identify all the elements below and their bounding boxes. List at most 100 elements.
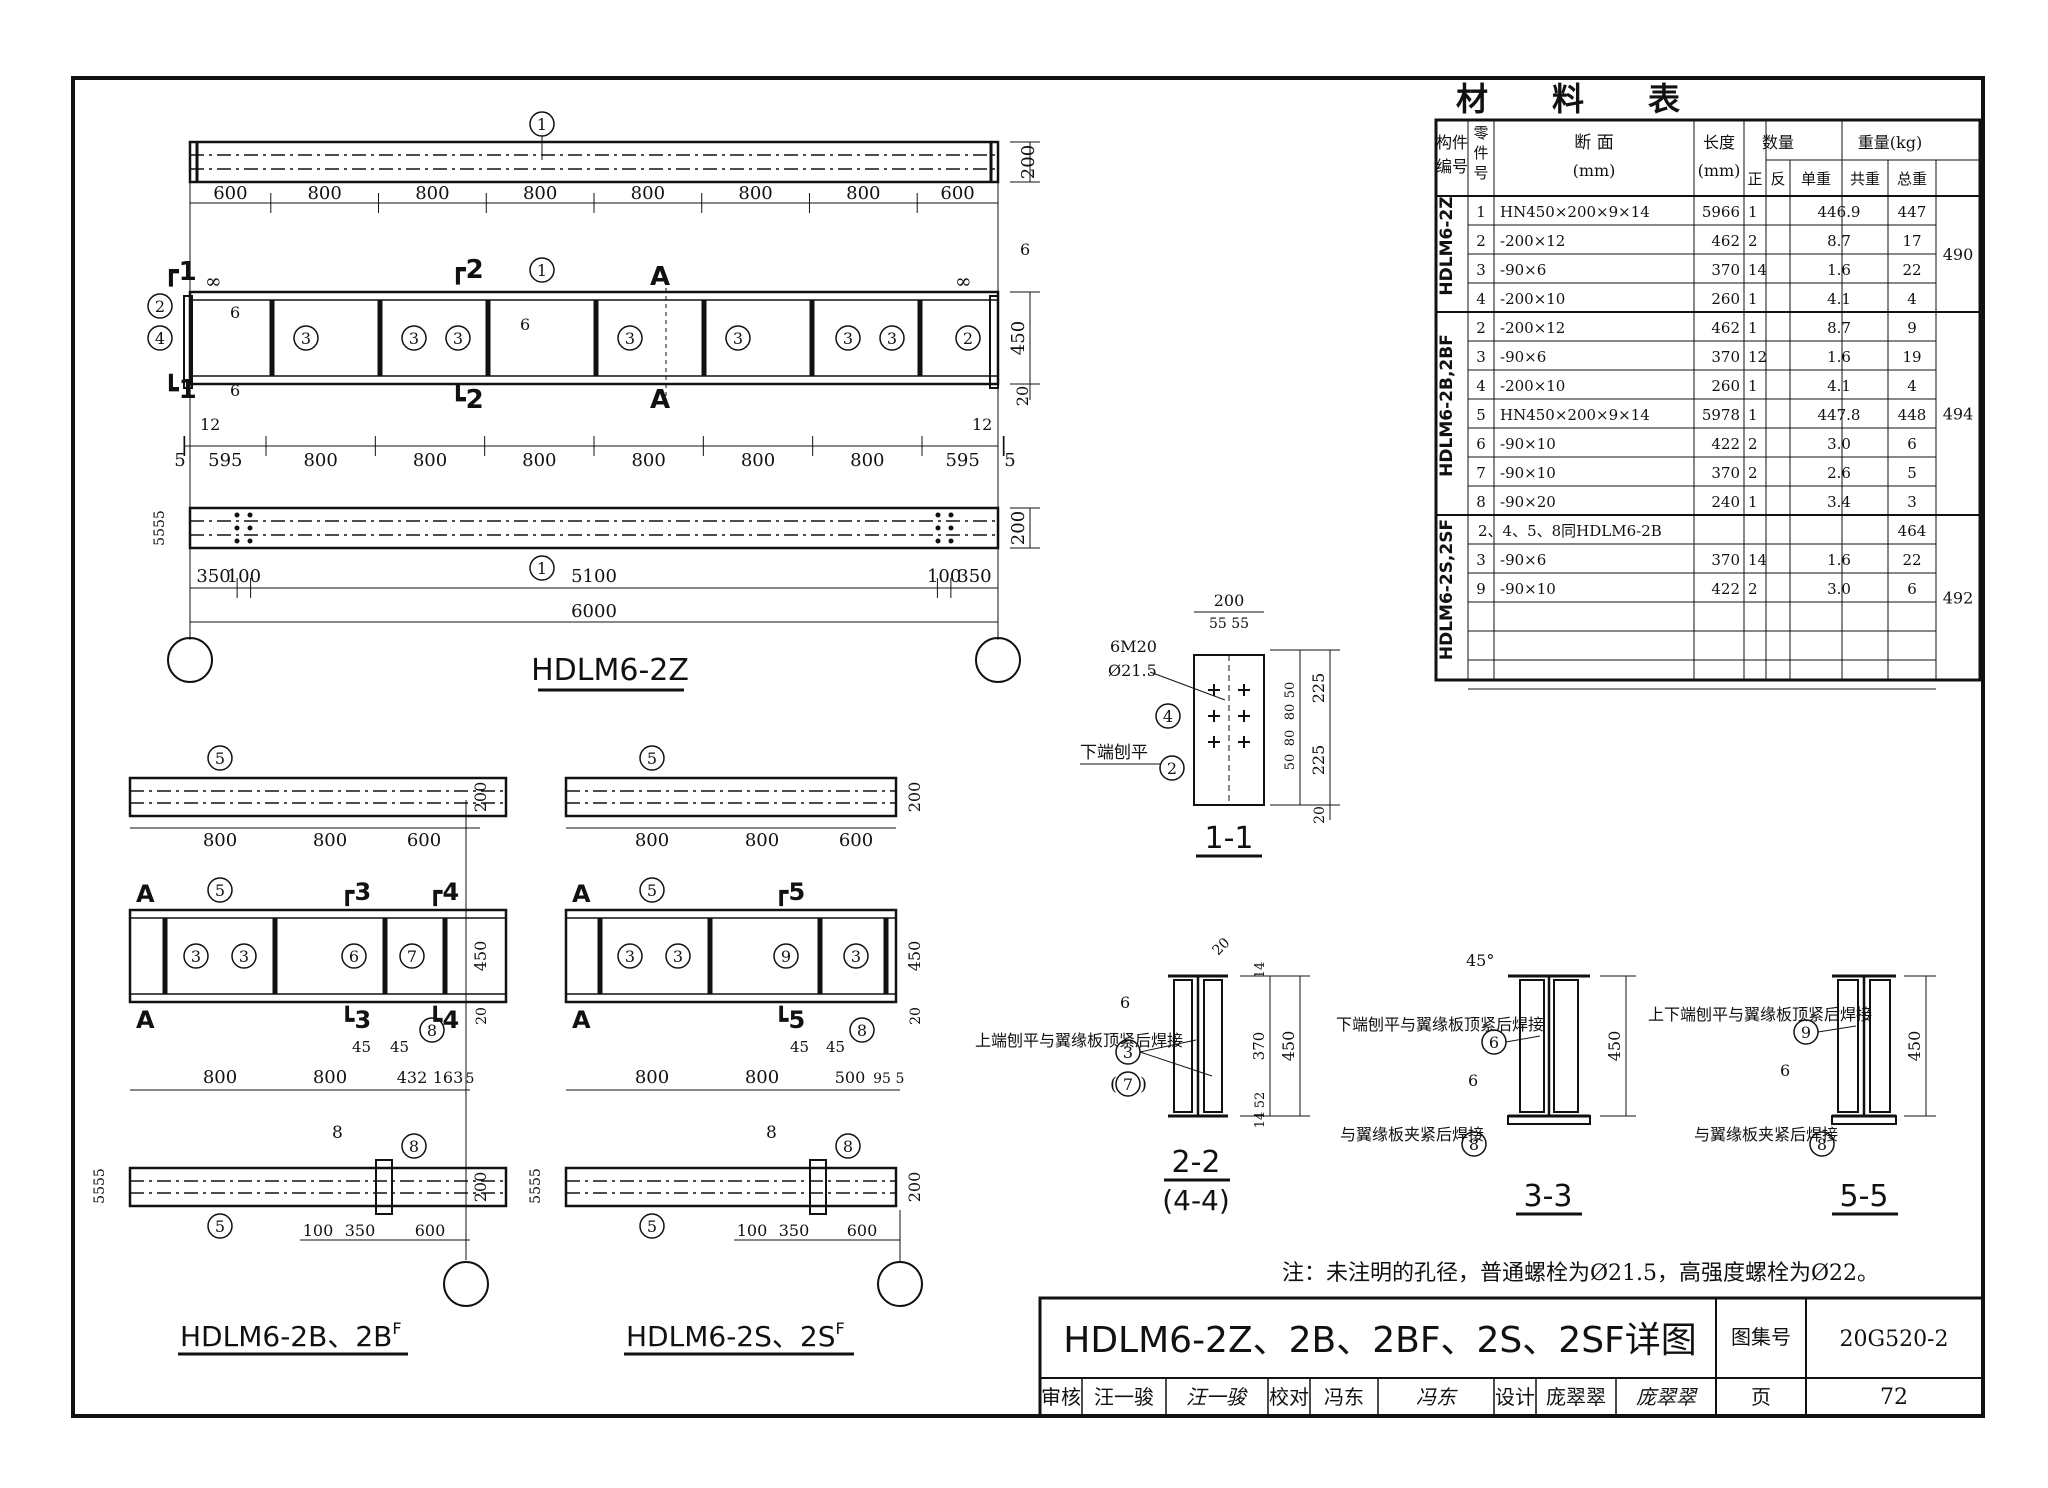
bolt-hole: [234, 538, 240, 544]
s-elev-20: 20: [908, 1007, 924, 1025]
cell-section: -90×6: [1500, 261, 1546, 279]
cell-part: 6: [1476, 435, 1486, 453]
group-total: 494: [1943, 405, 1974, 424]
cell-length: 240: [1711, 493, 1740, 511]
s22-weld-6: 6: [1120, 993, 1130, 1012]
cell-length: 462: [1711, 319, 1740, 337]
cell-sum-wt: 447: [1898, 203, 1927, 221]
s33-note2: 与翼缘板夹紧后焊接: [1340, 1125, 1484, 1144]
svg-text:┗2: ┗2: [450, 383, 484, 415]
svg-text:┏1: ┏1: [163, 257, 197, 287]
part-balloon: [293, 325, 319, 351]
cell-section: -200×12: [1500, 319, 1565, 337]
svg-text:5: 5: [215, 1217, 225, 1236]
svg-text:3: 3: [625, 947, 635, 966]
s11-225a: 225: [1309, 673, 1328, 704]
cell-unit-wt: 4.1: [1827, 377, 1851, 395]
cell-length: 370: [1711, 551, 1740, 569]
cell-part: 7: [1476, 464, 1486, 482]
b-45a: 45: [352, 1038, 371, 1056]
s11-width: 200: [1214, 591, 1245, 610]
cell-sum-wt: 4: [1907, 290, 1917, 308]
bolt-hole: [948, 525, 954, 531]
svg-text:9: 9: [781, 947, 791, 966]
dim-200-top: 200: [1018, 145, 1039, 179]
group-member: HDLM6-2B,2BF: [1437, 334, 1457, 477]
cell-part: 1: [1476, 203, 1486, 221]
s-45a: 45: [790, 1038, 809, 1056]
svg-text:6: 6: [1489, 1033, 1499, 1052]
part-balloon: [401, 325, 427, 351]
sheet-frame: [71, 76, 1985, 1418]
top-dim-label: 800: [523, 183, 557, 204]
hdr-length-unit: (mm): [1698, 161, 1741, 180]
s-plan-dim-2: 350: [779, 1221, 810, 1240]
bolt-hole: [234, 525, 240, 531]
s-plan-dim-3: 600: [847, 1221, 878, 1240]
cell-qty-pos: 14: [1748, 551, 1767, 569]
cell-part: 2: [1476, 232, 1486, 250]
total-dim-6000: 6000: [571, 601, 617, 622]
cell-qty-pos: 1: [1748, 319, 1758, 337]
page-number: 72: [1880, 1385, 1908, 1410]
part-balloon: [147, 293, 173, 319]
designer-signature: 庞翠翠: [1636, 1385, 1698, 1409]
s22-title: 2-2: [1172, 1145, 1221, 1180]
elev-dim-label: 800: [631, 450, 665, 471]
section-2-2: 20 14 370 450 14 52 3 7 ( ) 6 上端刨平与翼缘板顶紧…: [975, 935, 1310, 1217]
svg-text:┏5: ┏5: [774, 878, 805, 907]
part-balloon: [147, 325, 173, 351]
s-45b: 45: [826, 1038, 845, 1056]
plan-dim-label: 350: [196, 566, 230, 587]
weld-6-b: 6: [230, 381, 240, 400]
b-weld-8: 8: [332, 1123, 343, 1143]
cell-section: -90×6: [1500, 348, 1546, 366]
cell-qty-pos: 14: [1748, 261, 1767, 279]
cell-part: 3: [1476, 551, 1486, 569]
cell-unit-wt: 1.6: [1827, 261, 1851, 279]
s-elev-450: 450: [905, 941, 924, 972]
part-balloon-label: 3: [887, 329, 897, 348]
cell-qty-pos: 12: [1748, 348, 1767, 366]
part-balloon-label: 2: [963, 329, 973, 348]
checker-name: 冯东: [1324, 1385, 1364, 1409]
b-elev-dim-2: 800: [313, 1067, 347, 1088]
svg-text:5: 5: [215, 749, 225, 768]
cell-unit-wt: 3.4: [1827, 493, 1851, 511]
part-balloon-label: 3: [453, 329, 463, 348]
s33-weld-6: 6: [1468, 1071, 1478, 1090]
b-elev-dim-4: 163: [433, 1068, 464, 1087]
svg-text:A: A: [136, 880, 155, 908]
svg-text:3: 3: [851, 947, 861, 966]
cell-part: 2: [1476, 319, 1486, 337]
s22-dim-52: 52: [1253, 1092, 1268, 1109]
hdr-total-wt: 总重: [1897, 170, 1927, 188]
b-view-title: HDLM6-2B、2BF: [180, 1319, 402, 1353]
cell-length: 370: [1711, 348, 1740, 366]
cell-unit-wt: 4.1: [1827, 290, 1851, 308]
designer-name: 庞翠翠: [1546, 1385, 1606, 1409]
s-elev-dim-4: 95: [873, 1071, 891, 1087]
section-5-5: 450 9 8 6 上下端刨平与翼缘板顶紧后焊接 与翼缘板夹紧后焊接 5-5: [1648, 974, 1936, 1216]
elev-dim-label: 800: [303, 450, 337, 471]
part-balloon: [529, 257, 555, 283]
group-total: 490: [1943, 245, 1974, 264]
part-balloon: [835, 325, 861, 351]
atlas-number: 20G520-2: [1840, 1327, 1949, 1352]
hdr-part-2: 件: [1473, 144, 1488, 162]
s-view-title: HDLM6-2S、2SF: [626, 1319, 845, 1353]
cell-unit-wt: 447.8: [1818, 406, 1861, 424]
svg-text:5: 5: [647, 1217, 657, 1236]
cell-length: 260: [1711, 290, 1740, 308]
bolt-hole: [948, 512, 954, 518]
svg-text:┗3: ┗3: [340, 1005, 371, 1034]
page-label: 页: [1751, 1385, 1771, 1409]
weld-inf-right: ∞: [955, 269, 972, 293]
svg-text:1: 1: [537, 559, 547, 578]
cell-section: -90×10: [1500, 580, 1556, 598]
cell-length: 422: [1711, 435, 1740, 453]
s11-50a: 50: [1283, 682, 1298, 699]
cell-unit-wt: 8.7: [1827, 319, 1851, 337]
